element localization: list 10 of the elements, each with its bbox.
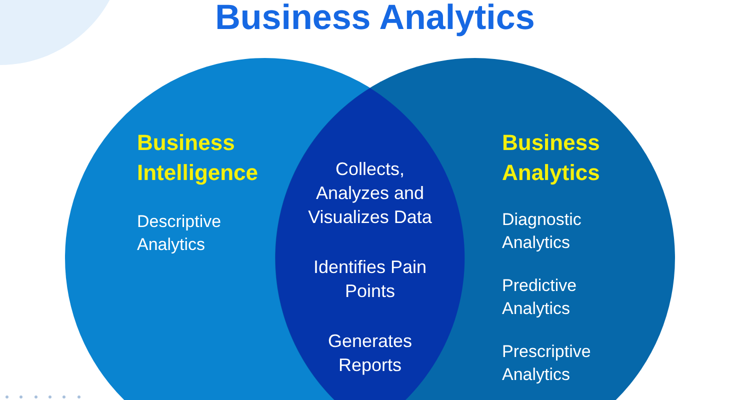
venn-heading: Business Analytics bbox=[502, 129, 601, 187]
venn-item-text: Prescriptive Analytics bbox=[502, 341, 592, 386]
venn-item-text: Generates Reports bbox=[326, 330, 414, 377]
diagram-title: Business Analytics bbox=[215, 0, 535, 36]
venn-heading: Business Intelligence bbox=[137, 129, 260, 187]
venn-item-text: Descriptive Analytics bbox=[137, 211, 222, 256]
venn-item-text: Collects, Analyzes and Visualizes Data bbox=[307, 158, 433, 229]
venn-item-text: Predictive Analytics bbox=[502, 275, 578, 320]
venn-item-text: Diagnostic Analytics bbox=[502, 209, 582, 254]
venn-item-text: Identifies Pain Points bbox=[312, 256, 428, 303]
